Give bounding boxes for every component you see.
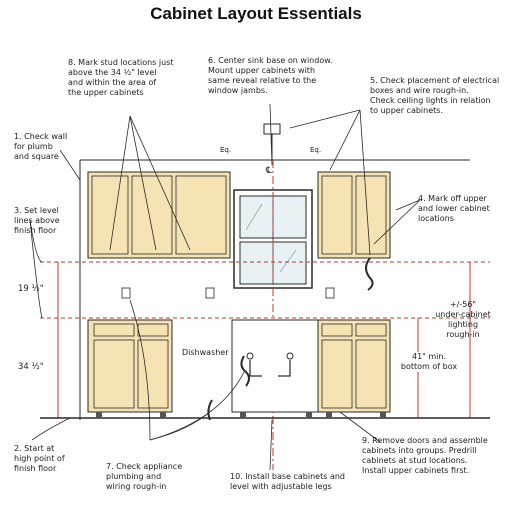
wire-rough-in-sink [240,355,250,387]
page-title: Cabinet Layout Essentials [150,4,362,23]
base-cabinet-left [87,319,173,413]
dim-label-34: 34 ½" [18,362,44,372]
upper-door-2 [131,175,173,255]
centerline-symbol: ℄ [266,166,272,176]
note-2: 2. Start at high point of finish floor [14,444,65,473]
leader-lines [29,103,421,471]
note-6: 6. Center sink base on window. Mount upp… [208,56,333,95]
note-9: 9. Remove doors and assemble cabinets in… [362,436,488,475]
note-5: 5. Check placement of electrical boxes a… [370,76,500,115]
note-10: 10. Install base cabinets and level with… [230,472,345,491]
outlet-3 [325,287,335,299]
wire-rough-in-upper [365,257,374,291]
base-cabinet-right [317,319,391,413]
equal-label-right: Eq. [310,146,322,154]
ceiling-light-box [263,123,281,135]
upper-door-1 [91,175,129,255]
note-3: 3. Set level lines above finish floor [14,206,60,235]
sink-base-cabinet [231,319,319,413]
equal-label-left: Eq. [220,146,232,154]
note-7: 7. Check appliance plumbing and wiring r… [106,462,183,491]
upper-door-3 [175,175,227,255]
dim-label-56: +/-56" under-cabinet lighting rough-in [435,300,491,339]
outlet-1 [121,287,131,299]
upper-door-5 [355,175,387,255]
dim-label-19: 19 ½" [18,284,44,294]
outlet-2 [205,287,215,299]
note-4: 4. Mark off upper and lower cabinet loca… [418,194,490,223]
upper-door-4 [321,175,353,255]
dim-label-41: 41" min. bottom of box [398,352,460,372]
dishwasher-label: Dishwasher [182,348,229,357]
note-1: 1. Check wall for plumb and square [14,132,68,161]
upper-cabinet-right [317,171,391,259]
plumbing-rough-in [249,360,291,377]
upper-cabinet-left [87,171,231,259]
note-8: 8. Mark stud locations just above the 34… [68,58,174,97]
